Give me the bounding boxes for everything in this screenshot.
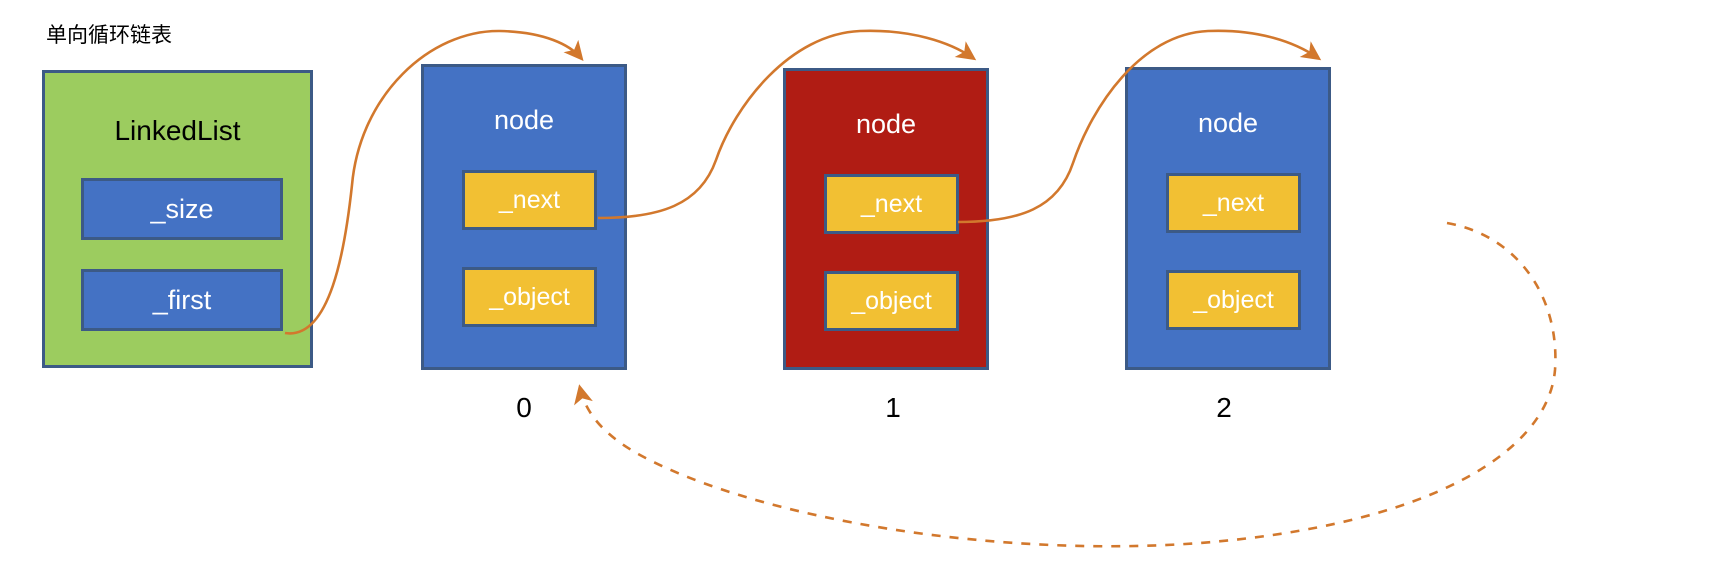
node-title-0: node — [493, 105, 555, 135]
linkedlist-field-first: _first — [81, 269, 283, 331]
node-1-field-object: _object — [824, 271, 959, 331]
node-index-label-2: 2 — [1216, 392, 1232, 423]
node-2-field-object: _object — [1166, 270, 1301, 330]
node-box-2: node _next _object — [1125, 67, 1331, 370]
arrow-node2-next-to-node0 — [574, 221, 1557, 548]
linkedlist-box: LinkedList _size _first — [42, 70, 313, 368]
node-0-field-object: _object — [462, 267, 597, 327]
node-index-label-0: 0 — [516, 392, 532, 423]
node-0-field-next: _next — [462, 170, 597, 230]
linkedlist-field-size: _size — [81, 178, 283, 240]
node-title-1: node — [855, 109, 917, 139]
node-index-label-1: 1 — [885, 392, 901, 423]
linkedlist-title: LinkedList — [114, 115, 241, 146]
node-title-2: node — [1197, 108, 1259, 138]
node-box-1: node _next _object — [783, 68, 989, 370]
node-1-field-next: _next — [824, 174, 959, 234]
page-title: 单向循环链表 — [46, 24, 172, 47]
node-box-0: node _next _object — [421, 64, 627, 370]
node-2-field-next: _next — [1166, 173, 1301, 233]
